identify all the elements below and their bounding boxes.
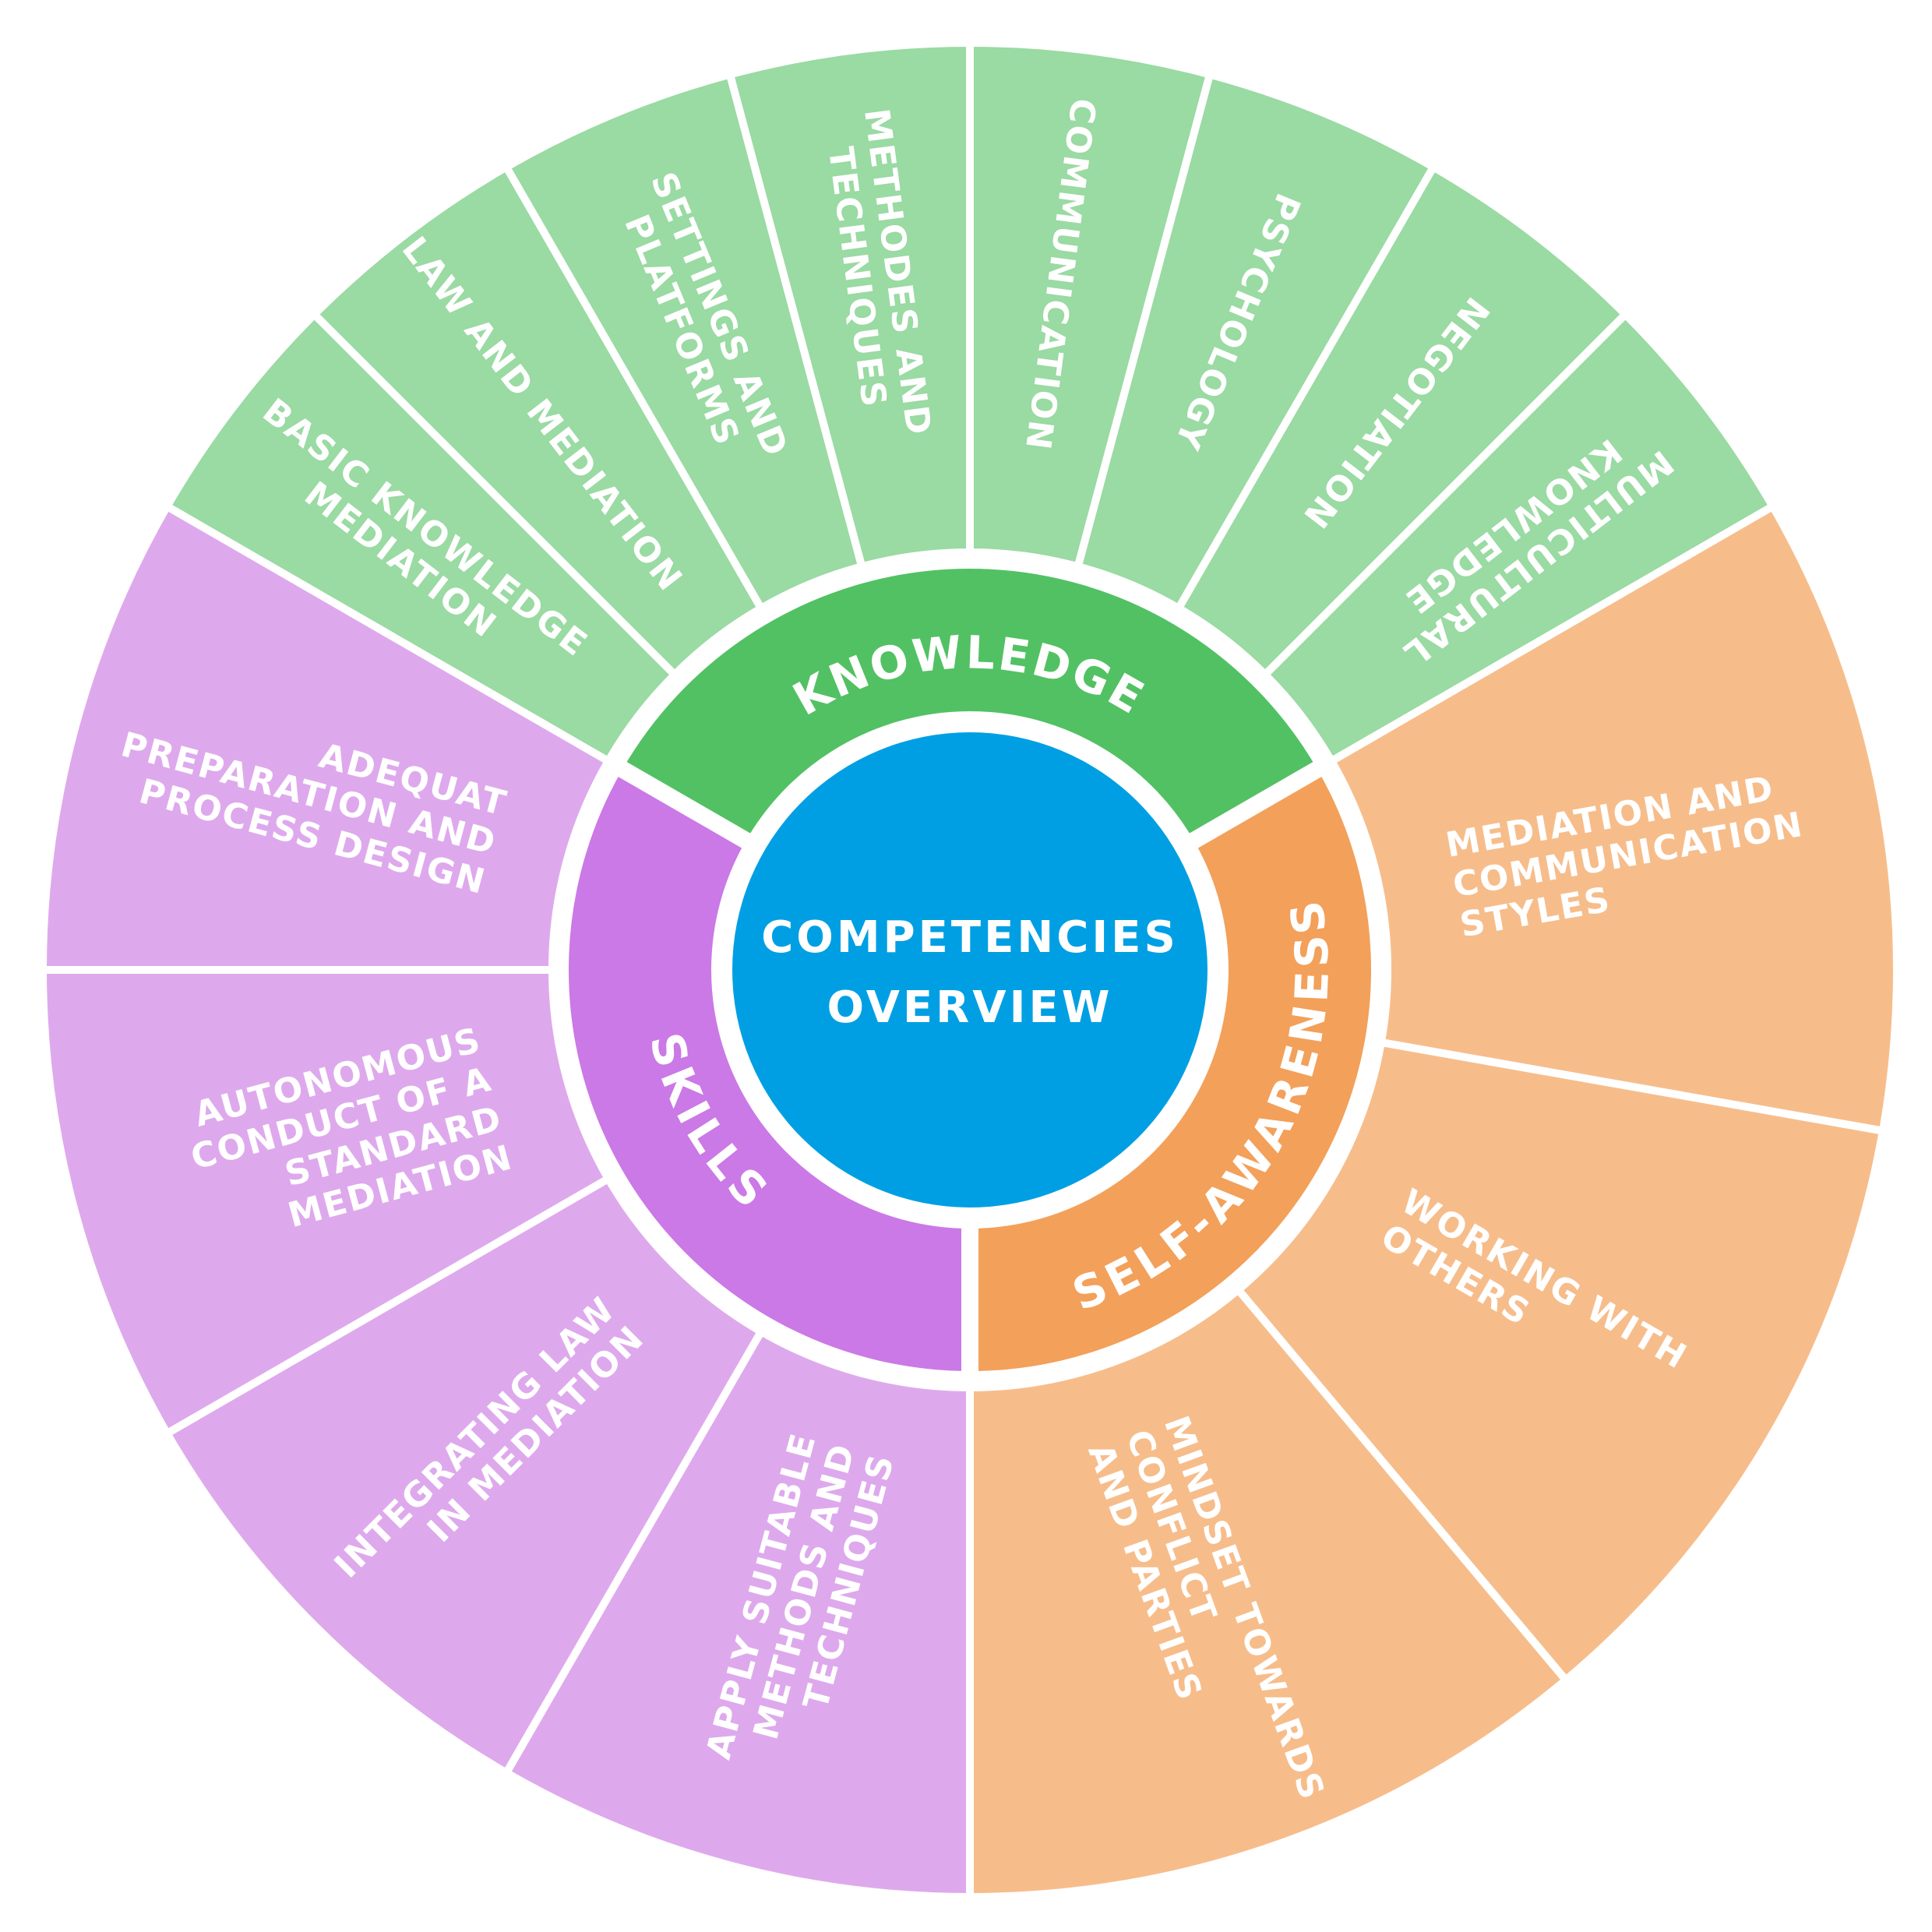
sector-divider-3 [604,753,759,853]
segment-self-awareness-2 [1232,1038,1888,1686]
center-gap-ring [714,714,1226,1226]
segment-skills-4 [38,501,614,974]
segment-self-awareness-3 [966,1284,1571,1902]
center-layer: COMPETENCIES OVERVIEW [732,732,1208,1208]
center-circle [732,732,1208,1208]
segment-skills-2 [161,1173,767,1779]
segment-skills-3 [38,966,614,1439]
segment-self-awareness-1 [1326,501,1901,1136]
center-title-line-1: COMPETENCIES [761,912,1179,963]
center-title-line-2: OVERVIEW [827,982,1112,1033]
sector-divider-1 [1181,753,1336,853]
segment-skills-1 [501,1326,974,1902]
